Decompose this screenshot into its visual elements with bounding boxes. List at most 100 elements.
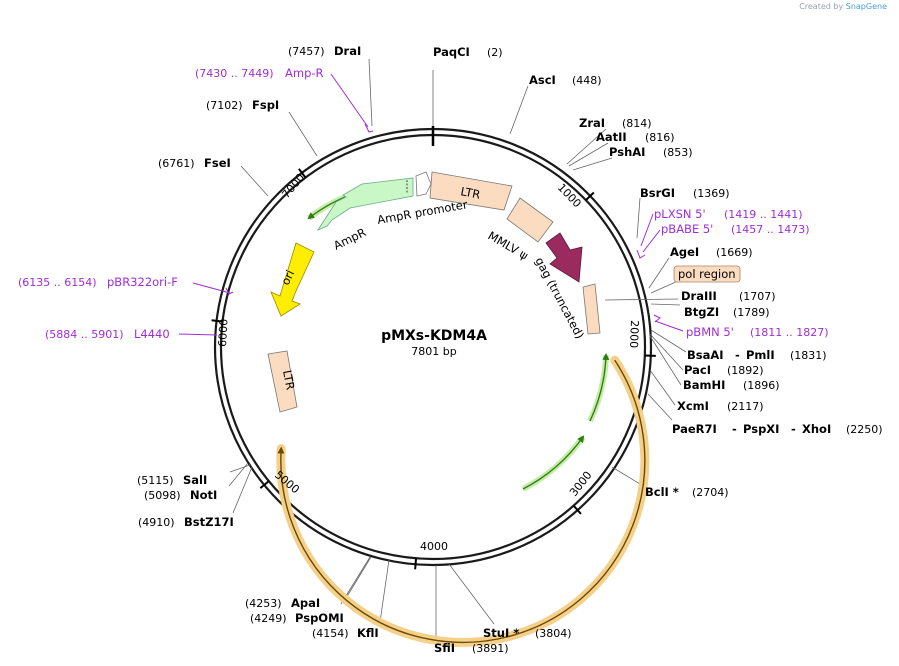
primer-ampr-range: (7430 .. 7449) (195, 67, 274, 80)
tick-label-2000: 2000 (627, 320, 641, 348)
site-paer7i-sep: - (732, 422, 737, 436)
site-bcli-name[interactable]: BclI * (645, 485, 679, 499)
site-paer7i-pos: (2250) (846, 423, 883, 436)
site-sali-name[interactable]: SalI (183, 473, 207, 487)
tick-label-4000: 4000 (420, 540, 448, 553)
site-bsaai-name[interactable]: BsaAI (687, 348, 724, 362)
site-pmli-name[interactable]: PmlI (746, 348, 775, 362)
site-sali-pos: (5115) (137, 474, 174, 487)
tick-mark-7000 (298, 168, 307, 179)
site-pspomi-name[interactable]: PspOMI (295, 611, 344, 625)
site-fsei-name[interactable]: FseI (204, 156, 231, 170)
ltr-top-label: LTR (459, 184, 481, 202)
tick-label-3000: 3000 (567, 469, 594, 499)
plasmid-size: 7801 bp (411, 345, 457, 358)
gag-truncated-feature (545, 232, 583, 283)
site-drai-name[interactable]: DraI (334, 44, 361, 58)
snapgene-watermark: Created by SnapGene (799, 2, 887, 11)
tick-mark-3000 (572, 504, 582, 515)
mmlv-psi-feature (506, 197, 554, 243)
site-zrai-pos: (814) (622, 117, 652, 130)
primer-plxsn-name[interactable]: pLXSN 5' (654, 207, 706, 221)
site-fspi-pos: (7102) (206, 99, 243, 112)
site-paer7i-name[interactable]: PaeR7I (672, 422, 717, 436)
site-bcli-pos: (2704) (692, 486, 729, 499)
primer-pbabe-range: (1457 .. 1473) (731, 223, 810, 236)
site-paqci-name[interactable]: PaqCI (433, 45, 470, 59)
site-zrai-name[interactable]: ZraI (579, 116, 605, 130)
primer-pbabe-name[interactable]: pBABE 5' (661, 222, 713, 236)
site-bsrgi-name[interactable]: BsrGI (640, 186, 675, 200)
site-xcmi-name[interactable]: XcmI (677, 399, 709, 413)
site-bstz17i-pos: (4910) (138, 516, 175, 529)
ampr-promoter-feature (415, 171, 432, 197)
primer-ampr-name[interactable]: Amp-R (285, 66, 324, 80)
kdm4a-orf-arc (277, 359, 646, 644)
site-fsei-pos: (6761) (158, 157, 195, 170)
site-pshai-name[interactable]: PshAI (609, 145, 645, 159)
site-pshai-pos: (853) (663, 146, 693, 159)
site-bsaai-pos: (1831) (790, 349, 827, 362)
ltr-left-label: LTR (280, 369, 298, 391)
primer-pbmn-range: (1811 .. 1827) (750, 326, 829, 339)
site-fspi-name[interactable]: FspI (252, 98, 279, 112)
site-pspxi-name[interactable]: PspXI (743, 422, 779, 436)
site-draiii-pos: (1707) (739, 290, 776, 303)
site-sfii-name[interactable]: SfiI (434, 641, 455, 655)
site-bsaai-sep: - (735, 348, 740, 362)
site-asci-name[interactable]: AscI (529, 73, 556, 87)
site-agei-pos: (1669) (716, 246, 753, 259)
primer-markers (178, 73, 684, 336)
tick-mark-5000 (259, 480, 270, 489)
ltr-left-feature (267, 350, 298, 413)
ampr-promoter-label: AmpR promoter (376, 197, 469, 227)
orf-green-halo-2 (587, 354, 609, 423)
site-stui-name[interactable]: StuI * (483, 626, 519, 640)
pol-region-label: pol region (678, 267, 736, 281)
snapgene-logo: SnapGene (845, 2, 887, 11)
site-pspomi-pos: (4249) (250, 612, 287, 625)
site-xhoi-name[interactable]: XhoI (802, 422, 831, 436)
primer-labels: (7430 .. 7449) Amp-R pLXSN 5' (1419 .. 1… (18, 66, 829, 341)
site-noti-pos: (5098) (144, 489, 181, 502)
site-btgzi-pos: (1789) (733, 306, 770, 319)
orf-green-segment-1 (522, 435, 585, 490)
site-btgzi-name[interactable]: BtgZI (684, 305, 719, 319)
site-draiii-name[interactable]: DraIII (681, 289, 717, 303)
watermark-prefix: Created by (799, 2, 844, 11)
primer-l4440-name[interactable]: L4440 (134, 327, 170, 341)
ampr-label: AmpR (331, 225, 368, 253)
mmlv-psi-label: MMLV ψ (486, 228, 531, 262)
ltr-top-feature (429, 171, 513, 211)
site-bstz17i-name[interactable]: BstZ17I (184, 515, 234, 529)
ampr-feature (316, 177, 414, 231)
site-paci-name[interactable]: PacI (684, 363, 711, 377)
site-aatii-name[interactable]: AatII (596, 130, 627, 144)
tick-mark-1000 (585, 191, 595, 201)
site-apai-name[interactable]: ApaI (291, 596, 320, 610)
site-bamhi-pos: (1896) (743, 379, 780, 392)
site-agei-name[interactable]: AgeI (670, 245, 699, 259)
tick-mark-4000 (414, 558, 418, 570)
site-paci-pos: (1892) (727, 364, 764, 377)
ori-feature (270, 242, 315, 317)
plasmid-title-block: pMXs-KDM4A 7801 bp (334, 328, 534, 358)
site-apai-pos: (4253) (245, 597, 282, 610)
primer-l4440-range: (5884 .. 5901) (45, 328, 124, 341)
site-xcmi-pos: (2117) (727, 400, 764, 413)
primer-pbmn-name[interactable]: pBMN 5' (686, 325, 734, 339)
scale-ticks (211, 168, 656, 570)
tick-label-6000: 6000 (216, 319, 230, 348)
primer-pbr322ori-name[interactable]: pBR322ori-F (107, 275, 178, 289)
pol-region-box (673, 265, 741, 283)
ori-label: ori (278, 268, 297, 288)
site-paqci-pos: (2) (487, 46, 503, 59)
site-aatii-pos: (816) (645, 131, 675, 144)
site-bamhi-name[interactable]: BamHI (683, 378, 725, 392)
site-sfii-pos: (3891) (472, 642, 509, 655)
plasmid-name: pMXs-KDM4A (381, 328, 487, 344)
primer-plxsn-range: (1419 .. 1441) (724, 208, 803, 221)
site-kfli-name[interactable]: KflI (357, 626, 379, 640)
site-noti-name[interactable]: NotI (190, 488, 217, 502)
